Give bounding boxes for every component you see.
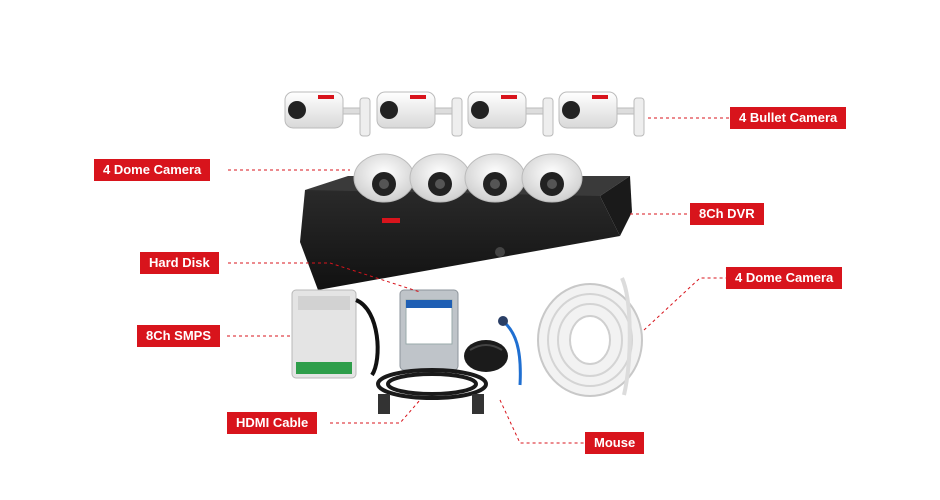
- dome-camera-3: [464, 153, 526, 203]
- dome-camera-4: [521, 153, 583, 203]
- leader-lines: [227, 117, 730, 444]
- bullet-camera-2: [376, 91, 463, 137]
- label-hard-disk: Hard Disk: [140, 252, 219, 274]
- coax-connector: [498, 316, 522, 386]
- label-dome-camera-left: 4 Dome Camera: [94, 159, 211, 181]
- mouse-unit: [464, 340, 508, 372]
- dvr-unit: [300, 176, 632, 290]
- dome-camera-1: [353, 153, 415, 203]
- label-bullet-camera: 4 Bullet Camera: [730, 107, 847, 129]
- bullet-camera-1: [284, 91, 371, 137]
- hard-disk-unit: [399, 289, 459, 371]
- hdmi-cable-unit: [376, 368, 488, 414]
- bullet-camera-4: [558, 91, 645, 137]
- label-hdmi-cable: HDMI Cable: [227, 412, 318, 434]
- label-dvr: 8Ch DVR: [690, 203, 764, 225]
- cable-roll: [537, 277, 643, 397]
- label-mouse: Mouse: [585, 432, 645, 454]
- smps-unit: [291, 289, 380, 379]
- label-smps: 8Ch SMPS: [137, 325, 221, 347]
- dome-camera-2: [409, 153, 471, 203]
- bullet-camera-3: [467, 91, 554, 137]
- label-dome-camera-right: 4 Dome Camera: [726, 267, 843, 289]
